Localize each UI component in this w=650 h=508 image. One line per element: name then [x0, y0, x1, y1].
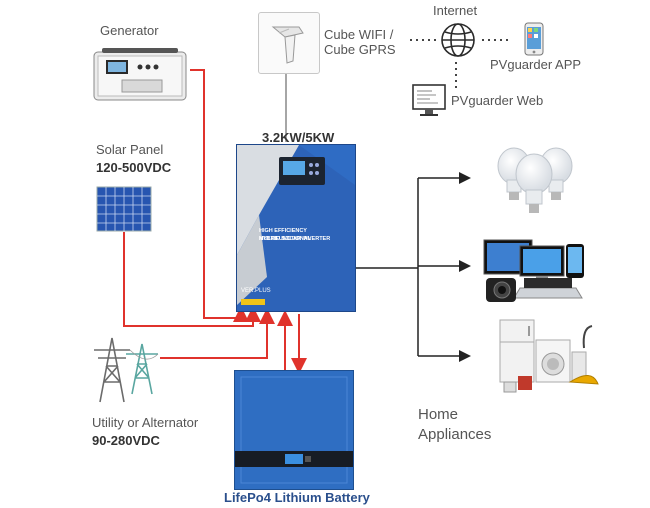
utility-wire [160, 308, 275, 359]
utility-spec: 90-280VDC [92, 433, 160, 448]
inverter-model: VER.PLUS [241, 288, 271, 294]
inverter-text-2: HYBRID SOLAR INVERTER [259, 236, 331, 242]
bulb-icon [484, 136, 584, 221]
wifi-label-2: Cube GPRS [324, 42, 396, 57]
generator-wire [190, 69, 249, 322]
inverter-power: 3.2KW/5KW [262, 130, 335, 145]
app-label: PVguarder APP [490, 57, 582, 72]
wifi-dongle-icon [258, 12, 320, 74]
internet-label: Internet [433, 3, 478, 18]
monitor-icon [412, 84, 446, 123]
generator-label: Generator [100, 23, 159, 38]
home-label-1: Home [418, 406, 459, 423]
utility-label: Utility or Alternator [92, 415, 199, 430]
generator-icon [92, 48, 188, 109]
solar-wire [123, 232, 261, 327]
wifi-label-1: Cube WIFI / [324, 27, 394, 42]
inverter-text-1: HIGH EFFICIENCY MULTIFUNCTIONAL [259, 228, 312, 242]
globe-icon [440, 22, 476, 63]
solar-label: Solar Panel [96, 142, 164, 157]
solar-spec: 120-500VDC [96, 160, 172, 175]
battery-icon [234, 370, 354, 490]
home-label-2: Appliances [418, 426, 492, 443]
electronics-icon [480, 236, 590, 313]
smartphone-icon [524, 22, 544, 61]
inverter-icon: HIGH EFFICIENCY MULTIFUNCTIONAL HYBRID S… [236, 144, 356, 312]
pylon-icon [88, 332, 166, 409]
solar-panel-icon [96, 186, 152, 237]
web-label: PVguarder Web [451, 93, 544, 108]
battery-label: LifePo4 Lithium Battery [224, 490, 370, 505]
appliances-icon [496, 318, 602, 399]
